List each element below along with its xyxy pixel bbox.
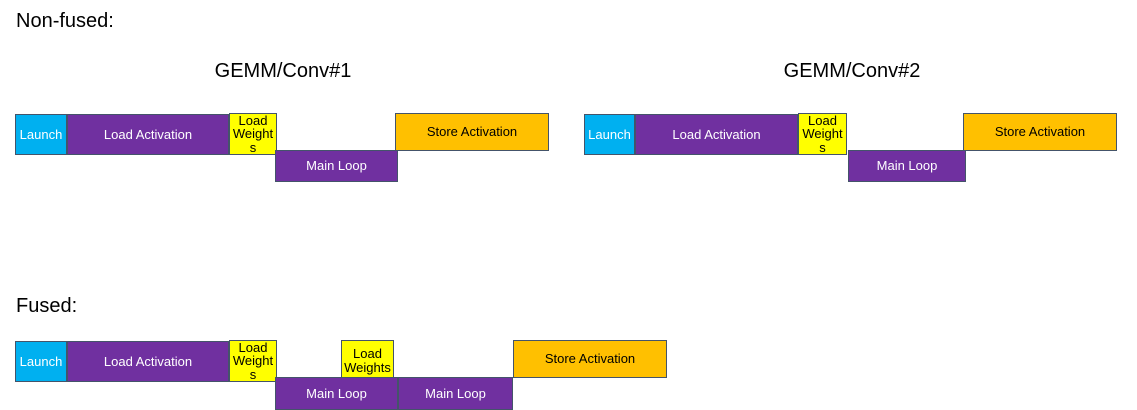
timeline-bar-load-activation: Load Activation bbox=[67, 341, 229, 382]
timeline-bar-launch: Launch bbox=[584, 114, 635, 155]
timeline-bar-label: Main Loop bbox=[306, 385, 367, 401]
timeline-bar-load-weights: Load Weights bbox=[798, 113, 847, 155]
timeline-bar-label: Load Weights bbox=[802, 113, 843, 155]
timeline-bar-load-weights: Load Weights bbox=[229, 113, 277, 155]
timeline-bar-label: Store Activation bbox=[994, 124, 1086, 140]
timeline-bar-label: Load Activation bbox=[103, 353, 193, 369]
timeline-bar-label: Main Loop bbox=[425, 385, 486, 401]
timeline-bar-load-weights: Load Weights bbox=[229, 340, 277, 382]
timeline-bar-main-loop: Main Loop bbox=[398, 377, 513, 410]
timeline-bar-load-activation: Load Activation bbox=[635, 114, 798, 155]
timeline-bar-load-activation: Load Activation bbox=[67, 114, 229, 155]
timeline-bar-main-loop: Main Loop bbox=[275, 377, 398, 410]
timeline-bar-store-activation: Store Activation bbox=[395, 113, 549, 151]
timeline-bar-launch: Launch bbox=[15, 341, 67, 382]
timeline-bar-main-loop: Main Loop bbox=[848, 150, 966, 182]
timeline-bar-label: Load Activation bbox=[672, 126, 761, 142]
timeline-bar-label: Store Activation bbox=[426, 124, 518, 140]
timeline-bar-main-loop: Main Loop bbox=[275, 150, 398, 182]
section-label-non-fused: Non-fused: bbox=[16, 10, 114, 32]
timeline-bar-label: Launch bbox=[19, 353, 63, 369]
timeline-bar-label: Main Loop bbox=[306, 158, 367, 174]
timeline-bar-label: Load Weights bbox=[344, 346, 391, 375]
timeline-bar-label: Launch bbox=[19, 126, 63, 142]
section-label-fused: Fused: bbox=[16, 295, 78, 317]
timeline-bar-label: Main Loop bbox=[876, 158, 938, 174]
timeline-bar-label: Load Weights bbox=[232, 113, 274, 155]
timeline-bar-launch: Launch bbox=[15, 114, 67, 155]
group-title-gemm-conv-2: GEMM/Conv#2 bbox=[783, 60, 921, 82]
group-title-gemm-conv-1: GEMM/Conv#1 bbox=[214, 60, 352, 82]
timeline-bar-store-activation: Store Activation bbox=[513, 340, 667, 378]
timeline-bar-label: Store Activation bbox=[544, 351, 636, 367]
timeline-bar-label: Launch bbox=[588, 126, 631, 142]
timeline-bar-label: Load Activation bbox=[103, 126, 193, 142]
timeline-bar-label: Load Weights bbox=[232, 340, 274, 382]
timeline-bar-store-activation: Store Activation bbox=[963, 113, 1117, 151]
timeline-bar-load-weights: Load Weights bbox=[341, 340, 394, 382]
